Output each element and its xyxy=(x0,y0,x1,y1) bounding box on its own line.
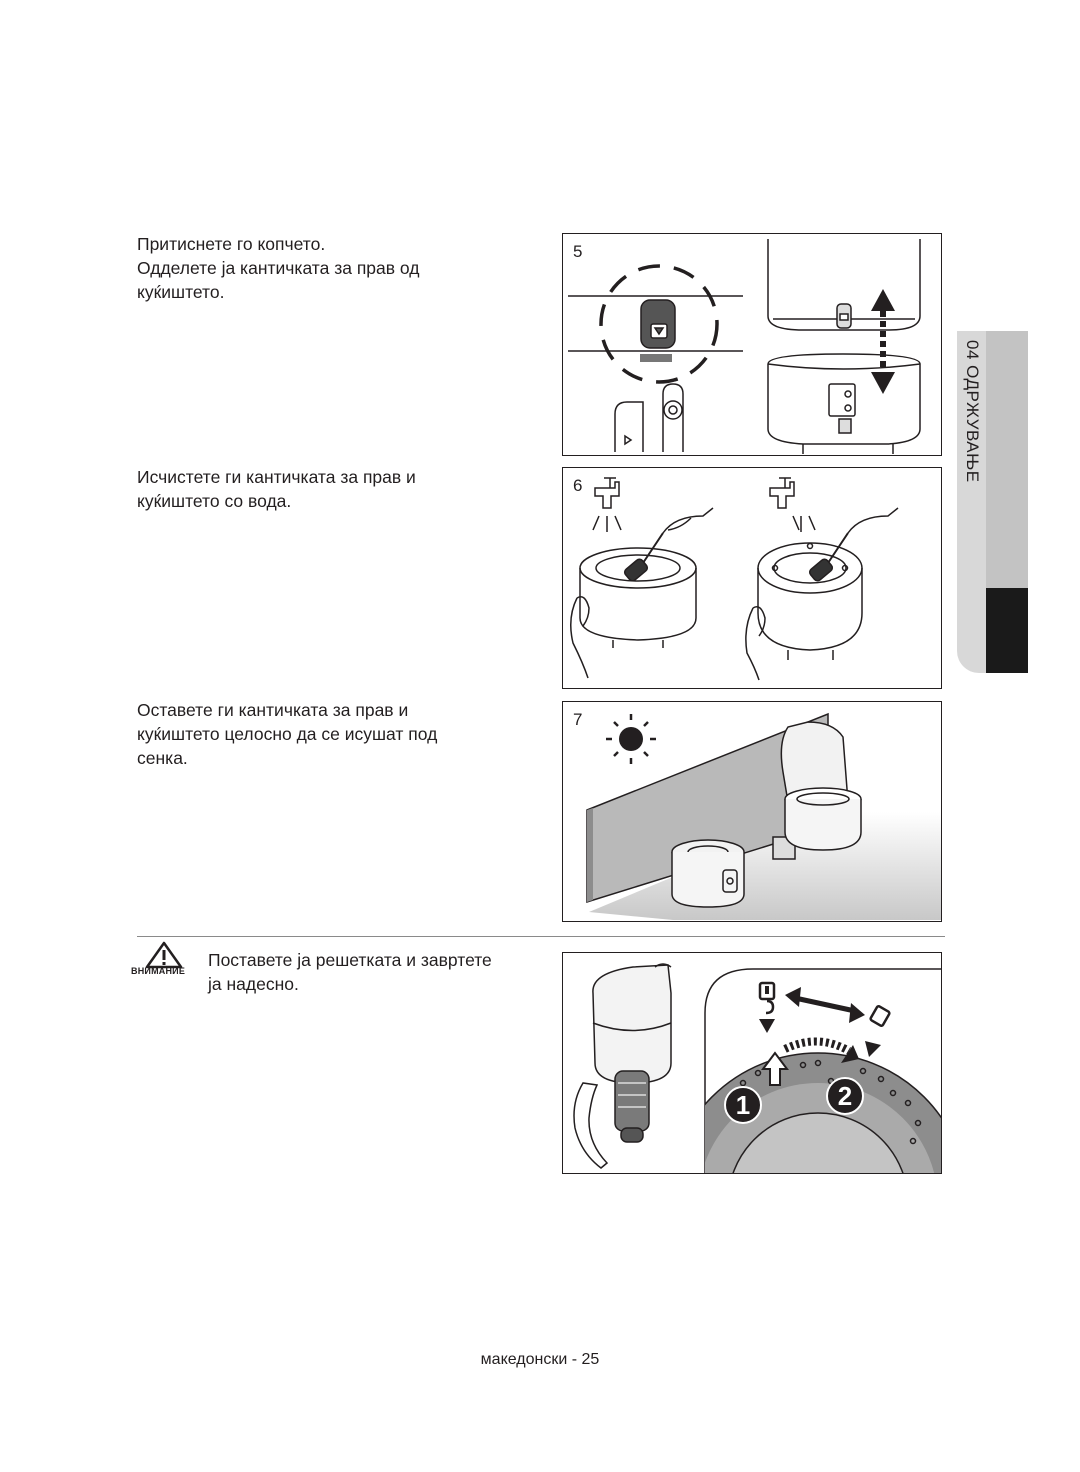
double-arrow-icon xyxy=(785,987,865,1023)
caution-line-1: Поставете ја решетката и завртете xyxy=(208,950,492,970)
detach-dustbin-illustration xyxy=(568,239,921,454)
page-footer: македонски - 25 xyxy=(480,1351,600,1368)
chapter-label: 04 ОДРЖУВАЊЕ xyxy=(962,340,984,640)
step-7-line-2: куќиштето целосно да се исушат под xyxy=(137,724,438,744)
chapter-label-text: 04 ОДРЖУВАЊЕ xyxy=(963,340,982,483)
step-7-text: Оставете ги кантичката за прав и куќиште… xyxy=(137,698,537,770)
caution-warning-icon xyxy=(145,941,183,969)
step-7-line-1: Оставете ги кантичката за прав и xyxy=(137,700,409,720)
figure-7-number: 7 xyxy=(573,710,583,729)
lock-icon xyxy=(865,1005,891,1057)
rotate-arrow-icon xyxy=(783,1037,859,1063)
badge-1-label: 1 xyxy=(736,1090,750,1120)
figure-6-number: 6 xyxy=(573,476,583,495)
figure-grille-rotate: 1 2 xyxy=(562,952,942,1174)
step-5-line-3: куќиштето. xyxy=(137,282,225,302)
unlock-icon xyxy=(758,981,776,1033)
chapter-side-tab xyxy=(957,331,1028,673)
caution-text: Поставете ја решетката и завртете ја над… xyxy=(208,948,548,996)
caution-line-2: ја надесно. xyxy=(208,974,299,994)
step-5-text: Притиснете го копчето. Одделете ја канти… xyxy=(137,232,537,304)
caution-label: ВНИМАНИЕ xyxy=(131,966,186,976)
figure-step-5: 5 xyxy=(562,233,942,456)
grille-rotate-illustration: 1 2 xyxy=(573,963,941,1173)
up-arrow-icon xyxy=(761,1051,789,1086)
figure-5-number: 5 xyxy=(573,242,583,261)
step-5-line-1: Притиснете го копчето. xyxy=(137,234,326,254)
figure-step-7: 7 xyxy=(562,701,942,922)
step-6-text: Исчистете ги кантичката за прав и куќишт… xyxy=(137,465,537,513)
badge-1: 1 xyxy=(724,1086,762,1124)
badge-2-label: 2 xyxy=(838,1081,852,1111)
wash-with-water-illustration xyxy=(570,477,899,681)
step-6-line-1: Исчистете ги кантичката за прав и xyxy=(137,467,416,487)
step-5-line-2: Одделете ја кантичката за прав од xyxy=(137,258,420,278)
section-divider xyxy=(137,936,945,937)
step-6-line-2: куќиштето со вода. xyxy=(137,491,292,511)
step-7-line-3: сенка. xyxy=(137,748,188,768)
side-tab-marker xyxy=(986,588,1028,673)
dry-in-shade-illustration xyxy=(586,712,941,920)
badge-2: 2 xyxy=(826,1077,864,1115)
figure-step-6: 6 xyxy=(562,467,942,689)
sun-icon xyxy=(606,714,656,764)
